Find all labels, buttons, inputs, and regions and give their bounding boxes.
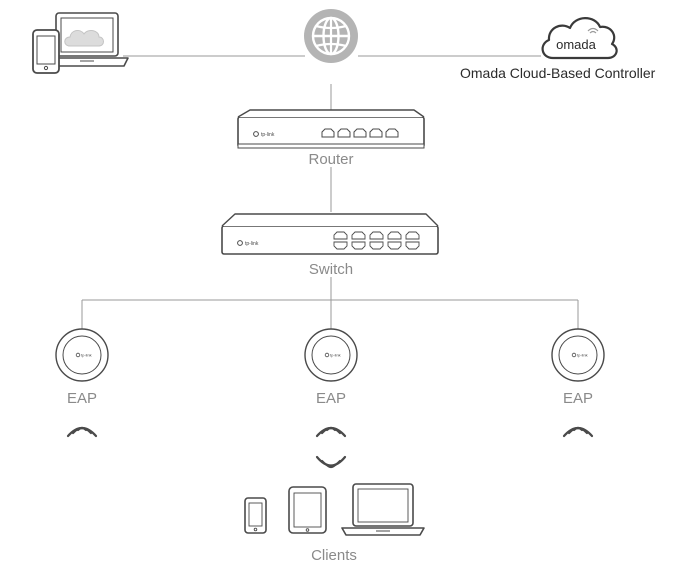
wifi-eap-left [66, 426, 98, 438]
globe-icon [304, 9, 358, 63]
eap-center-label: EAP [315, 390, 346, 407]
eap-center-icon: tp-link [304, 328, 358, 382]
eap-right-icon: tp-link [551, 328, 605, 382]
eap-left-brand-text: tp-link [81, 353, 92, 358]
wifi-eap-right [562, 426, 594, 438]
router-brand-text: tp-link [261, 132, 275, 138]
eap-right-label: EAP [562, 390, 593, 407]
eap-center-brand-text: tp-link [330, 353, 341, 358]
switch-ports [333, 231, 420, 250]
laptop-icon [341, 483, 425, 536]
switch-icon: tp-link [221, 213, 439, 255]
connection-lines [81, 55, 579, 337]
eap-left-icon: tp-link [55, 328, 109, 382]
tablet-icon [288, 486, 327, 534]
eap-left-label: EAP [66, 390, 97, 407]
omada-cloud-icon: omada [541, 17, 618, 60]
wifi-clients [315, 455, 347, 469]
router-label: Router [308, 151, 354, 168]
controller-label: Omada Cloud-Based Controller [460, 65, 656, 81]
laptop-cloud-icon [43, 12, 129, 67]
router-icon: tp-link [237, 109, 425, 149]
remote-client-devices [32, 12, 129, 74]
client-phone-icon [244, 497, 267, 534]
clients-label: Clients [311, 547, 357, 564]
wifi-eap-center [315, 426, 347, 438]
wifi-icon [66, 426, 594, 469]
router-ports [321, 128, 399, 138]
omada-logo-text: omada [556, 37, 597, 52]
phone-icon [32, 29, 60, 74]
eap-right-brand-text: tp-link [577, 353, 588, 358]
switch-brand-text: tp-link [245, 241, 259, 247]
switch-label: Switch [308, 261, 354, 278]
